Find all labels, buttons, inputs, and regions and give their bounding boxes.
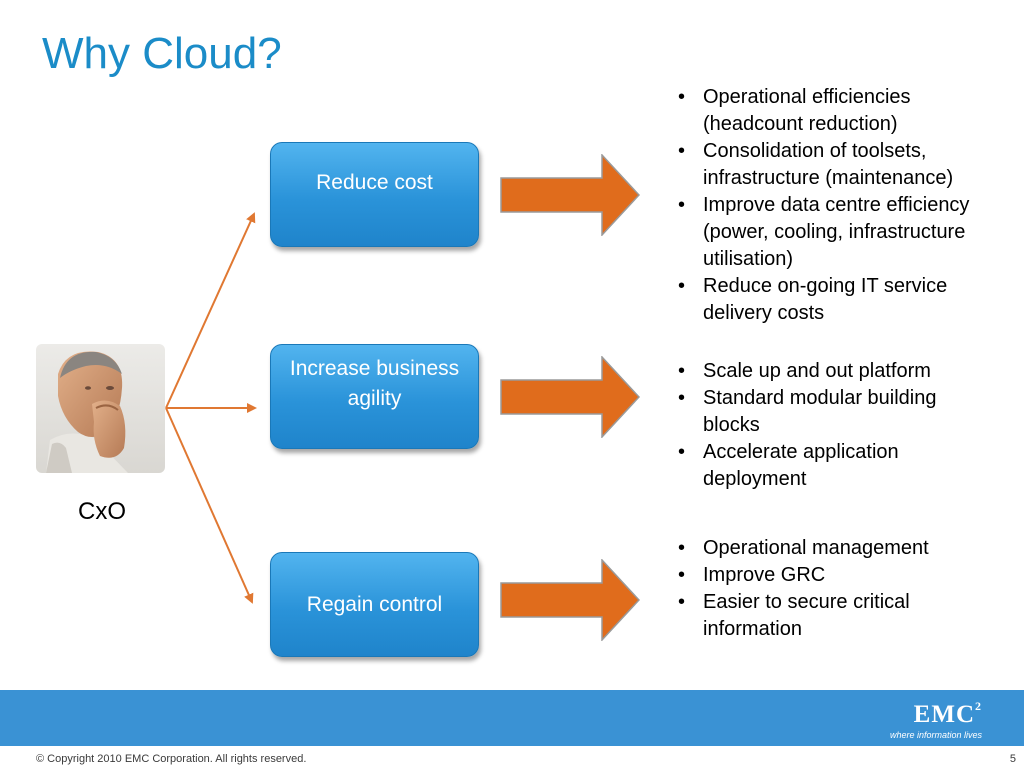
connector-to-regain-control <box>165 407 254 604</box>
bullet-text: Operational management <box>703 537 929 559</box>
bullet-dot-icon: • <box>678 441 686 463</box>
footer-bar: EMC2 where information lives <box>0 690 1024 746</box>
block-arrow-icon <box>500 154 640 236</box>
logo-tagline: where information lives <box>889 730 982 740</box>
emc-logo: EMC2 where information lives <box>889 699 982 740</box>
bullet-dot-icon: • <box>678 537 686 559</box>
slide-title: Why Cloud? <box>42 29 282 78</box>
bullet-item: • Standard modular building blocks <box>676 385 996 439</box>
increase-business-agility-label: Increase business agility <box>289 357 460 410</box>
bullet-text: Operational efficiencies (headcount redu… <box>703 86 911 135</box>
bullet-dot-icon: • <box>678 591 686 613</box>
bullet-text: Standard modular building blocks <box>703 387 937 436</box>
bullet-dot-icon: • <box>678 360 686 382</box>
regain-control-box: Regain control <box>270 552 479 657</box>
bullet-item: • Consolidation of toolsets, infrastructu… <box>676 138 1016 192</box>
logo-text: EMC <box>913 701 975 728</box>
reduce-cost-bullets: • Operational efficiencies (headcount red… <box>676 84 1016 327</box>
bullet-dot-icon: • <box>678 86 686 108</box>
block-arrow-icon <box>500 356 640 438</box>
block-arrow-icon <box>500 559 640 641</box>
regain-control-bullets: • Operational management • Improve GRC • Ea… <box>676 535 996 643</box>
bullet-text: Improve data centre efficiency (power, c… <box>703 194 970 270</box>
bullet-text: Easier to secure critical information <box>703 591 910 640</box>
bullet-text: Improve GRC <box>703 564 826 586</box>
regain-control-label: Regain control <box>306 592 443 616</box>
bullet-dot-icon: • <box>678 194 686 216</box>
business-agility-bullets: • Scale up and out platform • Standard mod… <box>676 358 996 493</box>
bullet-text: Scale up and out platform <box>703 360 931 382</box>
bullet-dot-icon: • <box>678 140 686 162</box>
bullet-dot-icon: • <box>678 564 686 586</box>
bullet-text: Accelerate application deployment <box>703 441 899 490</box>
bullet-text: Consolidation of toolsets, infrastructur… <box>703 140 954 189</box>
connector-to-reduce-cost <box>165 212 256 409</box>
cxo-label: CxO <box>78 498 126 525</box>
bullet-item: • Improve GRC <box>676 562 996 589</box>
bullet-item: • Improve data centre efficiency (power, … <box>676 192 1016 273</box>
bullet-item: • Operational management <box>676 535 996 562</box>
bullet-dot-icon: • <box>678 387 686 409</box>
cxo-portrait <box>36 344 165 473</box>
bullet-item: • Easier to secure critical information <box>676 589 996 643</box>
bullet-item: • Reduce on-going IT service delivery cos… <box>676 273 1016 327</box>
copyright-notice: © Copyright 2010 EMC Corporation. All ri… <box>36 753 307 765</box>
page-number: 5 <box>1009 753 1016 765</box>
bullet-item: • Scale up and out platform <box>676 358 996 385</box>
bullet-dot-icon: • <box>678 275 686 297</box>
increase-business-agility-box: Increase business agility <box>270 344 479 449</box>
reduce-cost-box: Reduce cost <box>270 142 479 247</box>
bullet-text: Reduce on-going IT service delivery cost… <box>703 275 948 324</box>
bullet-item: • Accelerate application deployment <box>676 439 996 493</box>
bullet-item: • Operational efficiencies (headcount red… <box>676 84 1016 138</box>
logo-superscript: 2 <box>975 699 982 713</box>
reduce-cost-label: Reduce cost <box>316 170 433 194</box>
